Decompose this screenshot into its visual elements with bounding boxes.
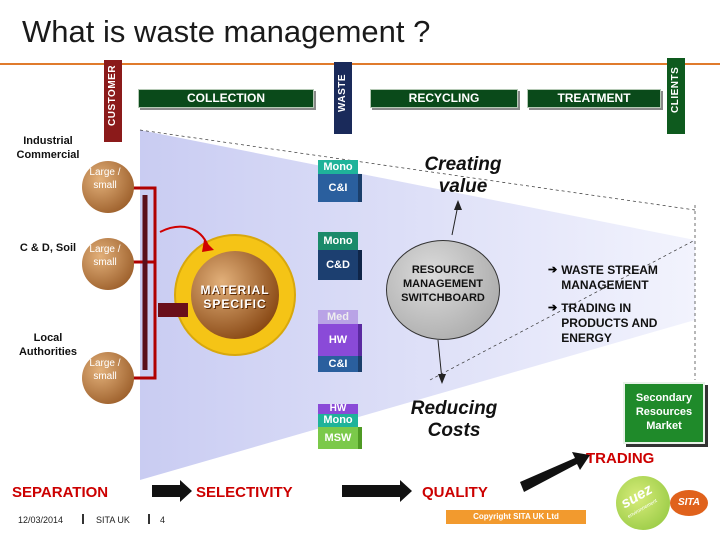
- box-med: Med: [318, 310, 358, 324]
- arrow-right-icon: ➔: [548, 264, 558, 276]
- source-circle-local: Large / small: [82, 352, 134, 404]
- material-ring-inner: [191, 251, 279, 339]
- secondary-market-box: Secondary Resources Market: [623, 382, 705, 444]
- box-hw-1: HW: [318, 324, 362, 356]
- stage-collection: COLLECTION: [138, 89, 314, 108]
- sita-logo-text: SITA: [677, 497, 701, 508]
- flow-arrow-1: [152, 480, 192, 502]
- ribbon-waste: WASTE: [334, 62, 352, 134]
- ribbon-clients: CLIENTS: [667, 58, 685, 134]
- box-mono-2: Mono: [318, 232, 358, 250]
- material-specific-label: MATERIAL SPECIFIC: [200, 283, 270, 311]
- flow-quality: QUALITY: [422, 484, 488, 501]
- box-msw: MSW: [318, 427, 362, 449]
- stage-collection-label: COLLECTION: [187, 91, 265, 105]
- box-ci-2: C&I: [318, 356, 362, 372]
- box-msw-label: MSW: [324, 432, 352, 444]
- stage-recycling: RECYCLING: [370, 89, 518, 108]
- box-cd-label: C&D: [326, 259, 350, 271]
- switchboard-ellipse: RESOURCE MANAGEMENT SWITCHBOARD: [386, 240, 500, 340]
- suez-logo: suez environnement: [616, 476, 670, 530]
- arrow-right-icon: ➔: [548, 302, 558, 314]
- page-title: What is waste management ?: [22, 14, 431, 49]
- creating-value-label: Creating value: [424, 154, 502, 197]
- secondary-market-label: Secondary Resources Market: [635, 392, 693, 432]
- bullet-item: ➔ WASTE STREAM MANAGEMENT: [548, 263, 678, 293]
- ribbon-clients-label: CLIENTS: [670, 66, 681, 114]
- stage-treatment: TREATMENT: [527, 89, 661, 108]
- box-hw-2: HW: [318, 404, 358, 414]
- box-med-label: Med: [327, 311, 349, 323]
- box-ci-1: C&I: [318, 174, 362, 202]
- box-mono-3: Mono: [318, 414, 358, 427]
- trading-label: TRADING: [586, 450, 655, 467]
- ribbon-waste-label: WASTE: [337, 73, 348, 113]
- bullet-text-trading: TRADING IN PRODUCTS AND ENERGY: [561, 301, 658, 345]
- header-divider: [0, 63, 720, 65]
- source-circle-text: Large / small: [89, 167, 121, 191]
- box-ci-2-label: C&I: [328, 358, 348, 370]
- source-circle-text: Large / small: [89, 244, 121, 268]
- connector-top: [118, 186, 157, 380]
- bullet-text-waste-stream: WASTE STREAM MANAGEMENT: [561, 263, 658, 292]
- bullet-list: ➔ WASTE STREAM MANAGEMENT ➔ TRADING IN P…: [548, 263, 678, 346]
- footer-separator: [148, 514, 150, 524]
- flow-selectivity: SELECTIVITY: [196, 484, 293, 501]
- footer-org: SITA UK: [96, 515, 130, 525]
- ribbon-customer-label: CUSTOMER: [107, 64, 118, 126]
- box-mono-2-label: Mono: [323, 235, 353, 247]
- source-label-local: Local Authorities: [18, 332, 78, 358]
- stage-recycling-label: RECYCLING: [408, 91, 480, 105]
- box-ci-1-label: C&I: [328, 182, 348, 194]
- stage-treatment-label: TREATMENT: [557, 91, 631, 105]
- box-cd: C&D: [318, 250, 362, 280]
- box-mono-3-label: Mono: [323, 414, 353, 426]
- dashed-guide-bottom: [429, 239, 696, 381]
- flow-separation: SEPARATION: [12, 484, 109, 501]
- arrow-down-reducing: [437, 339, 443, 381]
- copyright-label: Copyright SITA UK Ltd: [473, 512, 559, 521]
- source-label-industrial: Industrial Commercial: [16, 135, 80, 161]
- box-hw-2-label: HW: [329, 403, 347, 414]
- bullet-item: ➔ TRADING IN PRODUCTS AND ENERGY: [548, 301, 678, 346]
- source-circle-text: Large / small: [89, 358, 121, 382]
- arrowhead-up: [454, 200, 462, 210]
- footer-separator: [82, 514, 84, 524]
- reducing-costs-label: Reducing Costs: [410, 398, 498, 441]
- box-mono-1-label: Mono: [323, 161, 353, 173]
- feed-arrow: [159, 225, 209, 247]
- arrowhead-down: [438, 374, 446, 384]
- flow-arrow-2: [342, 480, 412, 502]
- copyright-bar: Copyright SITA UK Ltd: [446, 510, 586, 524]
- source-label-cd-soil: C & D, Soil: [19, 242, 77, 254]
- box-mono-1: Mono: [318, 160, 358, 174]
- sita-logo: SITA: [670, 490, 708, 516]
- box-hw-1-label: HW: [328, 334, 348, 346]
- footer-page: 4: [160, 515, 166, 525]
- feed-arrowhead: [202, 240, 214, 252]
- switchboard-label: RESOURCE MANAGEMENT SWITCHBOARD: [401, 264, 485, 304]
- ribbon-customer: CUSTOMER: [104, 60, 122, 142]
- footer-date: 12/03/2014: [18, 515, 64, 525]
- trading-arrow: [520, 452, 590, 492]
- feed-bar: [158, 303, 188, 317]
- source-circle-cd: Large / small: [82, 238, 134, 290]
- source-circle-industrial: Large / small: [82, 161, 134, 213]
